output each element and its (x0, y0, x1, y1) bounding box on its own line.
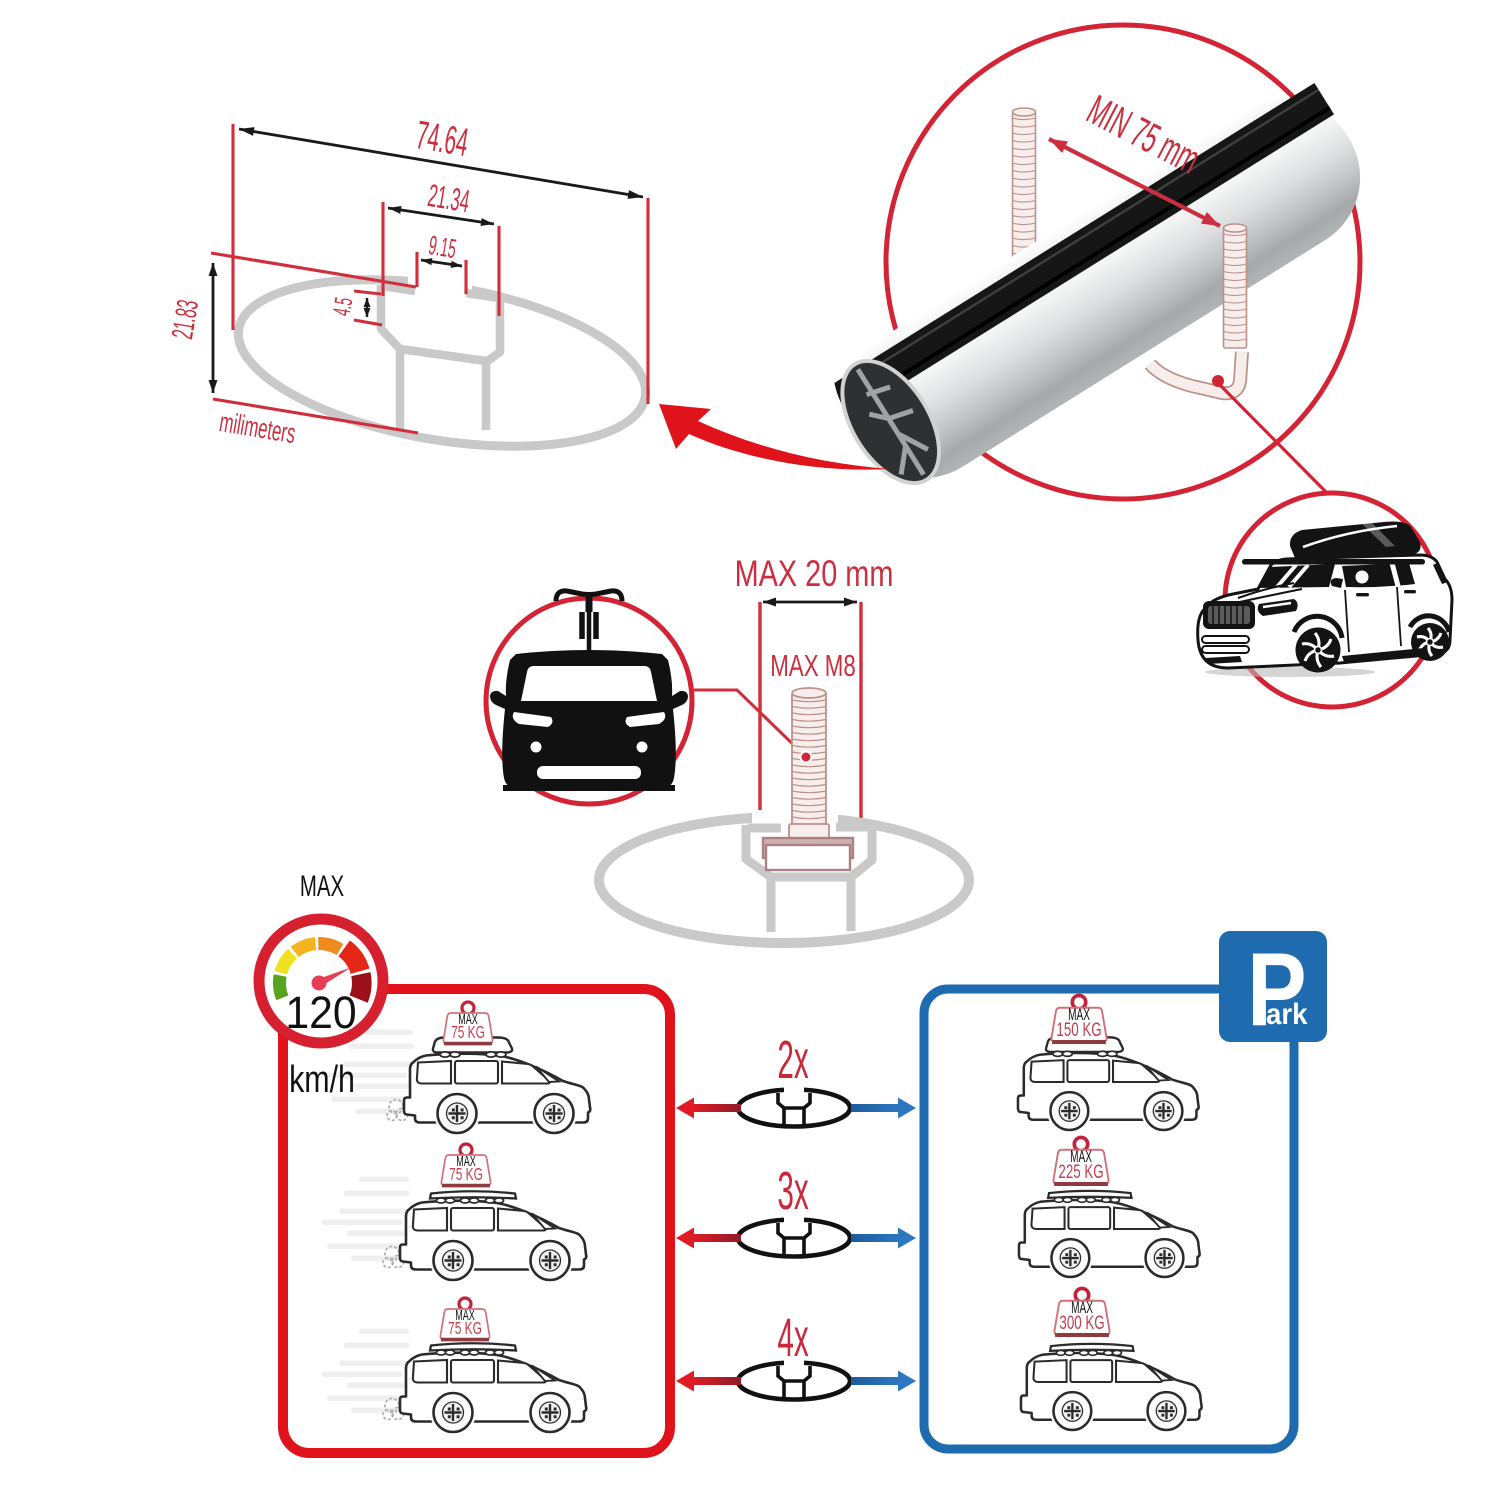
svg-text:3x: 3x (777, 1162, 809, 1221)
svg-text:75 KG: 75 KG (451, 1023, 485, 1043)
svg-text:km/h: km/h (289, 1059, 355, 1101)
svg-text:MAX: MAX (1071, 1297, 1093, 1316)
svg-text:MAX: MAX (1070, 1146, 1092, 1165)
svg-text:75 KG: 75 KG (448, 1319, 482, 1339)
svg-text:4.5: 4.5 (328, 296, 358, 318)
svg-text:MAX M8: MAX M8 (770, 648, 856, 682)
svg-text:75 KG: 75 KG (449, 1165, 483, 1185)
svg-text:150 KG: 150 KG (1056, 1018, 1101, 1040)
svg-text:MAX 20 mm: MAX 20 mm (735, 554, 894, 595)
svg-text:ark: ark (1266, 998, 1308, 1031)
svg-text:MAX: MAX (1068, 1004, 1090, 1023)
svg-text:MAX: MAX (456, 1153, 475, 1170)
svg-text:P: P (1247, 931, 1307, 1048)
svg-text:2x: 2x (777, 1031, 809, 1090)
svg-text:MAX: MAX (455, 1307, 474, 1324)
svg-text:300 KG: 300 KG (1059, 1311, 1104, 1333)
svg-text:21.34: 21.34 (425, 178, 472, 220)
svg-text:21.83: 21.83 (166, 297, 206, 341)
svg-text:MAX: MAX (458, 1011, 477, 1028)
svg-text:225 KG: 225 KG (1058, 1160, 1103, 1182)
svg-text:4x: 4x (777, 1309, 809, 1368)
svg-text:MAX: MAX (300, 870, 344, 903)
svg-text:120: 120 (285, 988, 356, 1038)
svg-text:9.15: 9.15 (426, 230, 458, 264)
svg-text:74.64: 74.64 (413, 112, 472, 165)
